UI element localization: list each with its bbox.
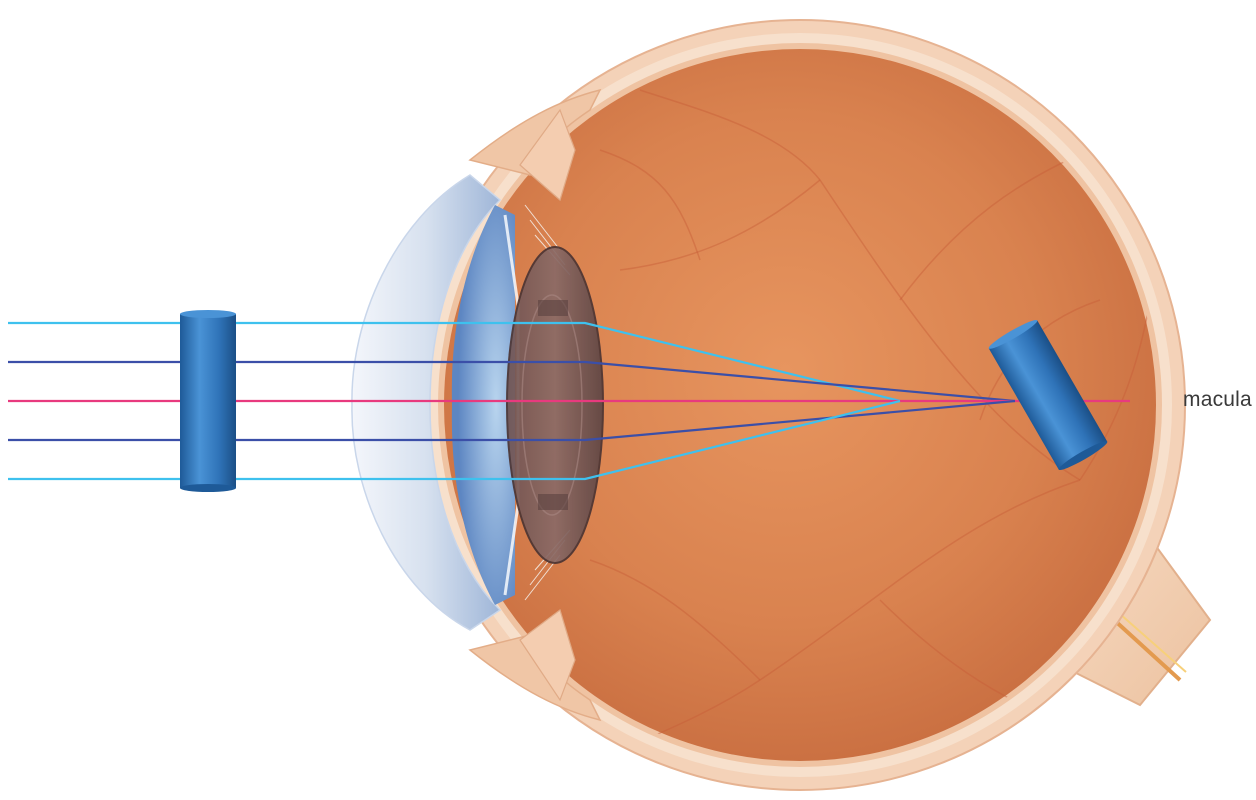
intraocular-lens bbox=[507, 247, 603, 563]
front-cylinder-lens bbox=[180, 310, 236, 492]
macula-label: macula bbox=[1183, 388, 1252, 412]
